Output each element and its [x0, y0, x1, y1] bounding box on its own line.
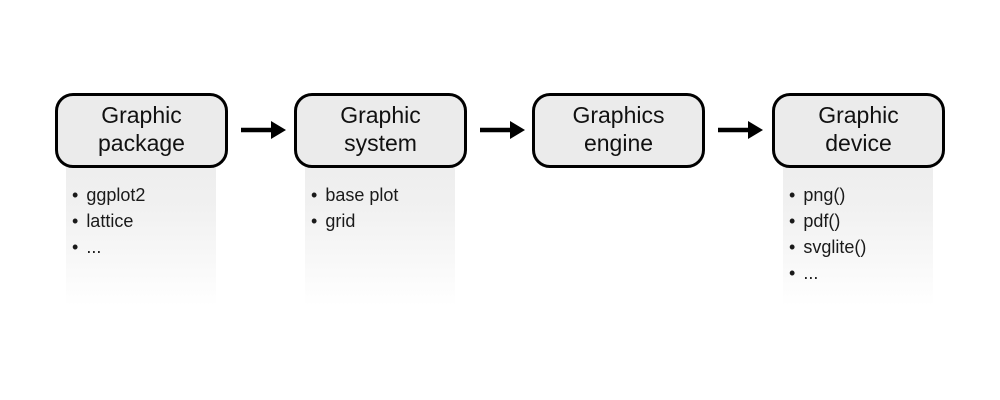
bullet-icon: • — [789, 211, 796, 231]
list-item-label: grid — [325, 211, 356, 231]
bullet-icon: • — [789, 263, 796, 283]
list-item-label: svglite() — [803, 237, 867, 257]
node-label: Graphic package — [98, 101, 185, 157]
bullet-list-graphic-device: • png() • pdf() • svglite() • ... — [789, 182, 931, 286]
node-label-line: Graphic — [818, 101, 899, 128]
node-graphic-package: Graphic package — [55, 93, 228, 168]
node-label-line: engine — [583, 129, 654, 156]
gradient-panel-graphic-device — [783, 158, 933, 306]
list-item-label: ... — [86, 237, 102, 257]
bullet-list-graphic-package: • ggplot2 • lattice • ... — [72, 182, 214, 260]
bullet-icon: • — [72, 185, 79, 205]
list-item: • ggplot2 — [72, 182, 214, 208]
gradient-panel-graphic-package — [66, 158, 216, 306]
list-item: • grid — [311, 208, 453, 234]
node-label: Graphic device — [818, 101, 899, 157]
gradient-panel-graphic-system — [305, 158, 455, 306]
bullet-list-graphic-system: • base plot • grid — [311, 182, 453, 234]
flow-arrow-icon — [718, 121, 763, 139]
list-item-label: lattice — [86, 211, 134, 231]
flow-arrow-icon — [241, 121, 286, 139]
list-item: • png() — [789, 182, 931, 208]
list-item: • base plot — [311, 182, 453, 208]
bullet-icon: • — [311, 185, 318, 205]
list-item: • pdf() — [789, 208, 931, 234]
node-label: Graphic system — [340, 101, 421, 157]
bullet-icon: • — [311, 211, 318, 231]
node-graphic-system: Graphic system — [294, 93, 467, 168]
bullet-icon: • — [72, 237, 79, 257]
list-item-label: pdf() — [803, 211, 841, 231]
node-label-line: device — [825, 129, 892, 156]
node-label: Graphics engine — [572, 101, 664, 157]
flow-arrow-icon — [480, 121, 525, 139]
bullet-icon: • — [789, 185, 796, 205]
node-label-line: system — [344, 129, 417, 156]
list-item-label: png() — [803, 185, 846, 205]
node-label-line: Graphic — [101, 101, 182, 128]
list-item: • ... — [72, 234, 214, 260]
node-label-line: package — [98, 129, 185, 156]
list-item-label: base plot — [325, 185, 399, 205]
node-label-line: Graphics — [572, 101, 665, 128]
list-item-label: ggplot2 — [86, 185, 146, 205]
list-item: • lattice — [72, 208, 214, 234]
list-item: • svglite() — [789, 234, 931, 260]
list-item-label: ... — [803, 263, 819, 283]
bullet-icon: • — [72, 211, 79, 231]
bullet-icon: • — [789, 237, 796, 257]
node-graphics-engine: Graphics engine — [532, 93, 705, 168]
list-item: • ... — [789, 260, 931, 286]
node-graphic-device: Graphic device — [772, 93, 945, 168]
node-label-line: Graphic — [340, 101, 421, 128]
